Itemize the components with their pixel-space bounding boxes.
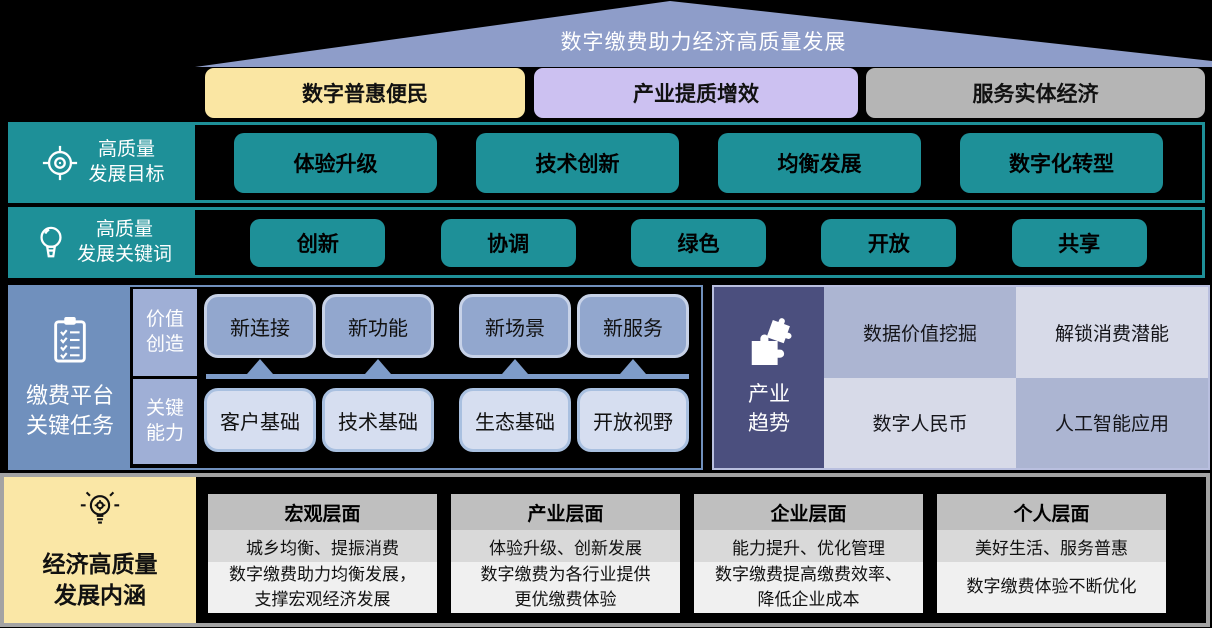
up-arrow [247,359,273,374]
key-capability-label: 关键 能力 [133,379,197,464]
up-arrow [365,359,391,374]
keyword-box: 创新 [250,218,386,267]
level-keywords: 体验升级、创新发展 [451,530,680,562]
keyword-box: 绿色 [630,218,766,267]
bottom-panel-label: 经济高质量 发展内涵 [4,477,196,623]
puzzle-icon [746,317,792,367]
level-keywords: 能力提升、优化管理 [694,530,923,562]
bottom-panel: 经济高质量 发展内涵 宏观层面 城乡均衡、提振消费 数字缴费助力均衡发展， 支撑… [0,473,1210,627]
target-icon [41,144,79,182]
up-arrow [502,359,528,374]
keywords-row-content: 创新 协调 绿色 开放 共享 [195,210,1202,275]
value-box: 新连接 [204,294,316,358]
level-title: 产业层面 [451,494,680,530]
trend-panel-label-text: 产业 趋势 [748,383,790,435]
level-column: 产业层面 体验升级、创新发展 数字缴费为各行业提供 更优缴费体验 [451,494,680,613]
level-description: 数字缴费提高缴费效率、 降低企业成本 [694,562,923,613]
level-description: 数字缴费助力均衡发展， 支撑宏观经济发展 [208,562,437,613]
goals-row-content: 体验升级 技术创新 均衡发展 数字化转型 [195,125,1202,200]
capability-box: 生态基础 [459,388,571,452]
keyword-box: 共享 [1011,218,1147,267]
roof-triangle [195,1,1212,67]
goals-row-label-text: 高质量 发展目标 [88,138,165,185]
goal-box: 数字化转型 [960,132,1163,193]
top-benefit-box: 产业提质增效 [534,68,858,118]
value-box: 新服务 [577,294,689,358]
capability-box: 技术基础 [322,388,434,452]
up-arrow-stem [510,371,520,379]
trend-grid: 数据价值挖掘 解锁消费潜能 数字人民币 人工智能应用 [824,287,1208,468]
level-description: 数字缴费为各行业提供 更优缴费体验 [451,562,680,613]
goals-row-label: 高质量 发展目标 [11,125,195,200]
up-arrow-stem [628,371,638,379]
bulb-icon [34,224,68,262]
trend-cell: 人工智能应用 [1016,377,1208,468]
value-creation-label: 价值 创造 [133,289,197,376]
level-description: 数字缴费体验不断优化 [937,562,1166,613]
platform-panel-label: 缴费平台 关键任务 [10,287,130,468]
goals-row: 高质量 发展目标 体验升级 技术创新 均衡发展 数字化转型 [8,122,1205,203]
keywords-row-label: 高质量 发展关键词 [11,210,195,275]
trend-cell: 数据价值挖掘 [824,287,1016,378]
goal-box: 均衡发展 [718,132,921,193]
capability-box: 开放视野 [577,388,689,452]
value-box: 新功能 [322,294,434,358]
keywords-row: 高质量 发展关键词 创新 协调 绿色 开放 共享 [8,207,1205,278]
level-column: 个人层面 美好生活、服务普惠 数字缴费体验不断优化 [937,494,1166,613]
level-title: 企业层面 [694,494,923,530]
up-arrow-stem [255,371,265,379]
bottom-panel-label-text: 经济高质量 发展内涵 [42,550,158,608]
level-column: 企业层面 能力提升、优化管理 数字缴费提高缴费效率、 降低企业成本 [694,494,923,613]
levels-columns: 宏观层面 城乡均衡、提振消费 数字缴费助力均衡发展， 支撑宏观经济发展 产业层面… [208,494,1166,613]
up-arrow-stem [373,371,383,379]
trend-panel: 产业 趋势 数据价值挖掘 解锁消费潜能 数字人民币 人工智能应用 [712,285,1210,470]
capability-box: 客户基础 [204,388,316,452]
trend-cell: 数字人民币 [824,377,1016,468]
goal-box: 体验升级 [234,132,437,193]
roof-title: 数字缴费助力经济高质量发展 [560,31,847,54]
keyword-box: 开放 [821,218,957,267]
idea-lamp-icon [77,489,123,537]
connector-bar [206,374,689,379]
keywords-row-label-text: 高质量 发展关键词 [76,218,172,265]
top-benefit-box: 数字普惠便民 [205,68,525,118]
platform-panel-label-text: 缴费平台 关键任务 [25,382,114,438]
value-box: 新场景 [459,294,571,358]
level-title: 个人层面 [937,494,1166,530]
keyword-box: 协调 [440,218,576,267]
level-column: 宏观层面 城乡均衡、提振消费 数字缴费助力均衡发展， 支撑宏观经济发展 [208,494,437,613]
trend-panel-label: 产业 趋势 [714,287,824,468]
top-benefit-box: 服务实体经济 [866,68,1205,118]
level-keywords: 美好生活、服务普惠 [937,530,1166,562]
level-title: 宏观层面 [208,494,437,530]
up-arrow [620,359,646,374]
clipboard-icon [48,315,92,365]
level-keywords: 城乡均衡、提振消费 [208,530,437,562]
trend-cell: 解锁消费潜能 [1016,287,1208,378]
goal-box: 技术创新 [476,132,679,193]
